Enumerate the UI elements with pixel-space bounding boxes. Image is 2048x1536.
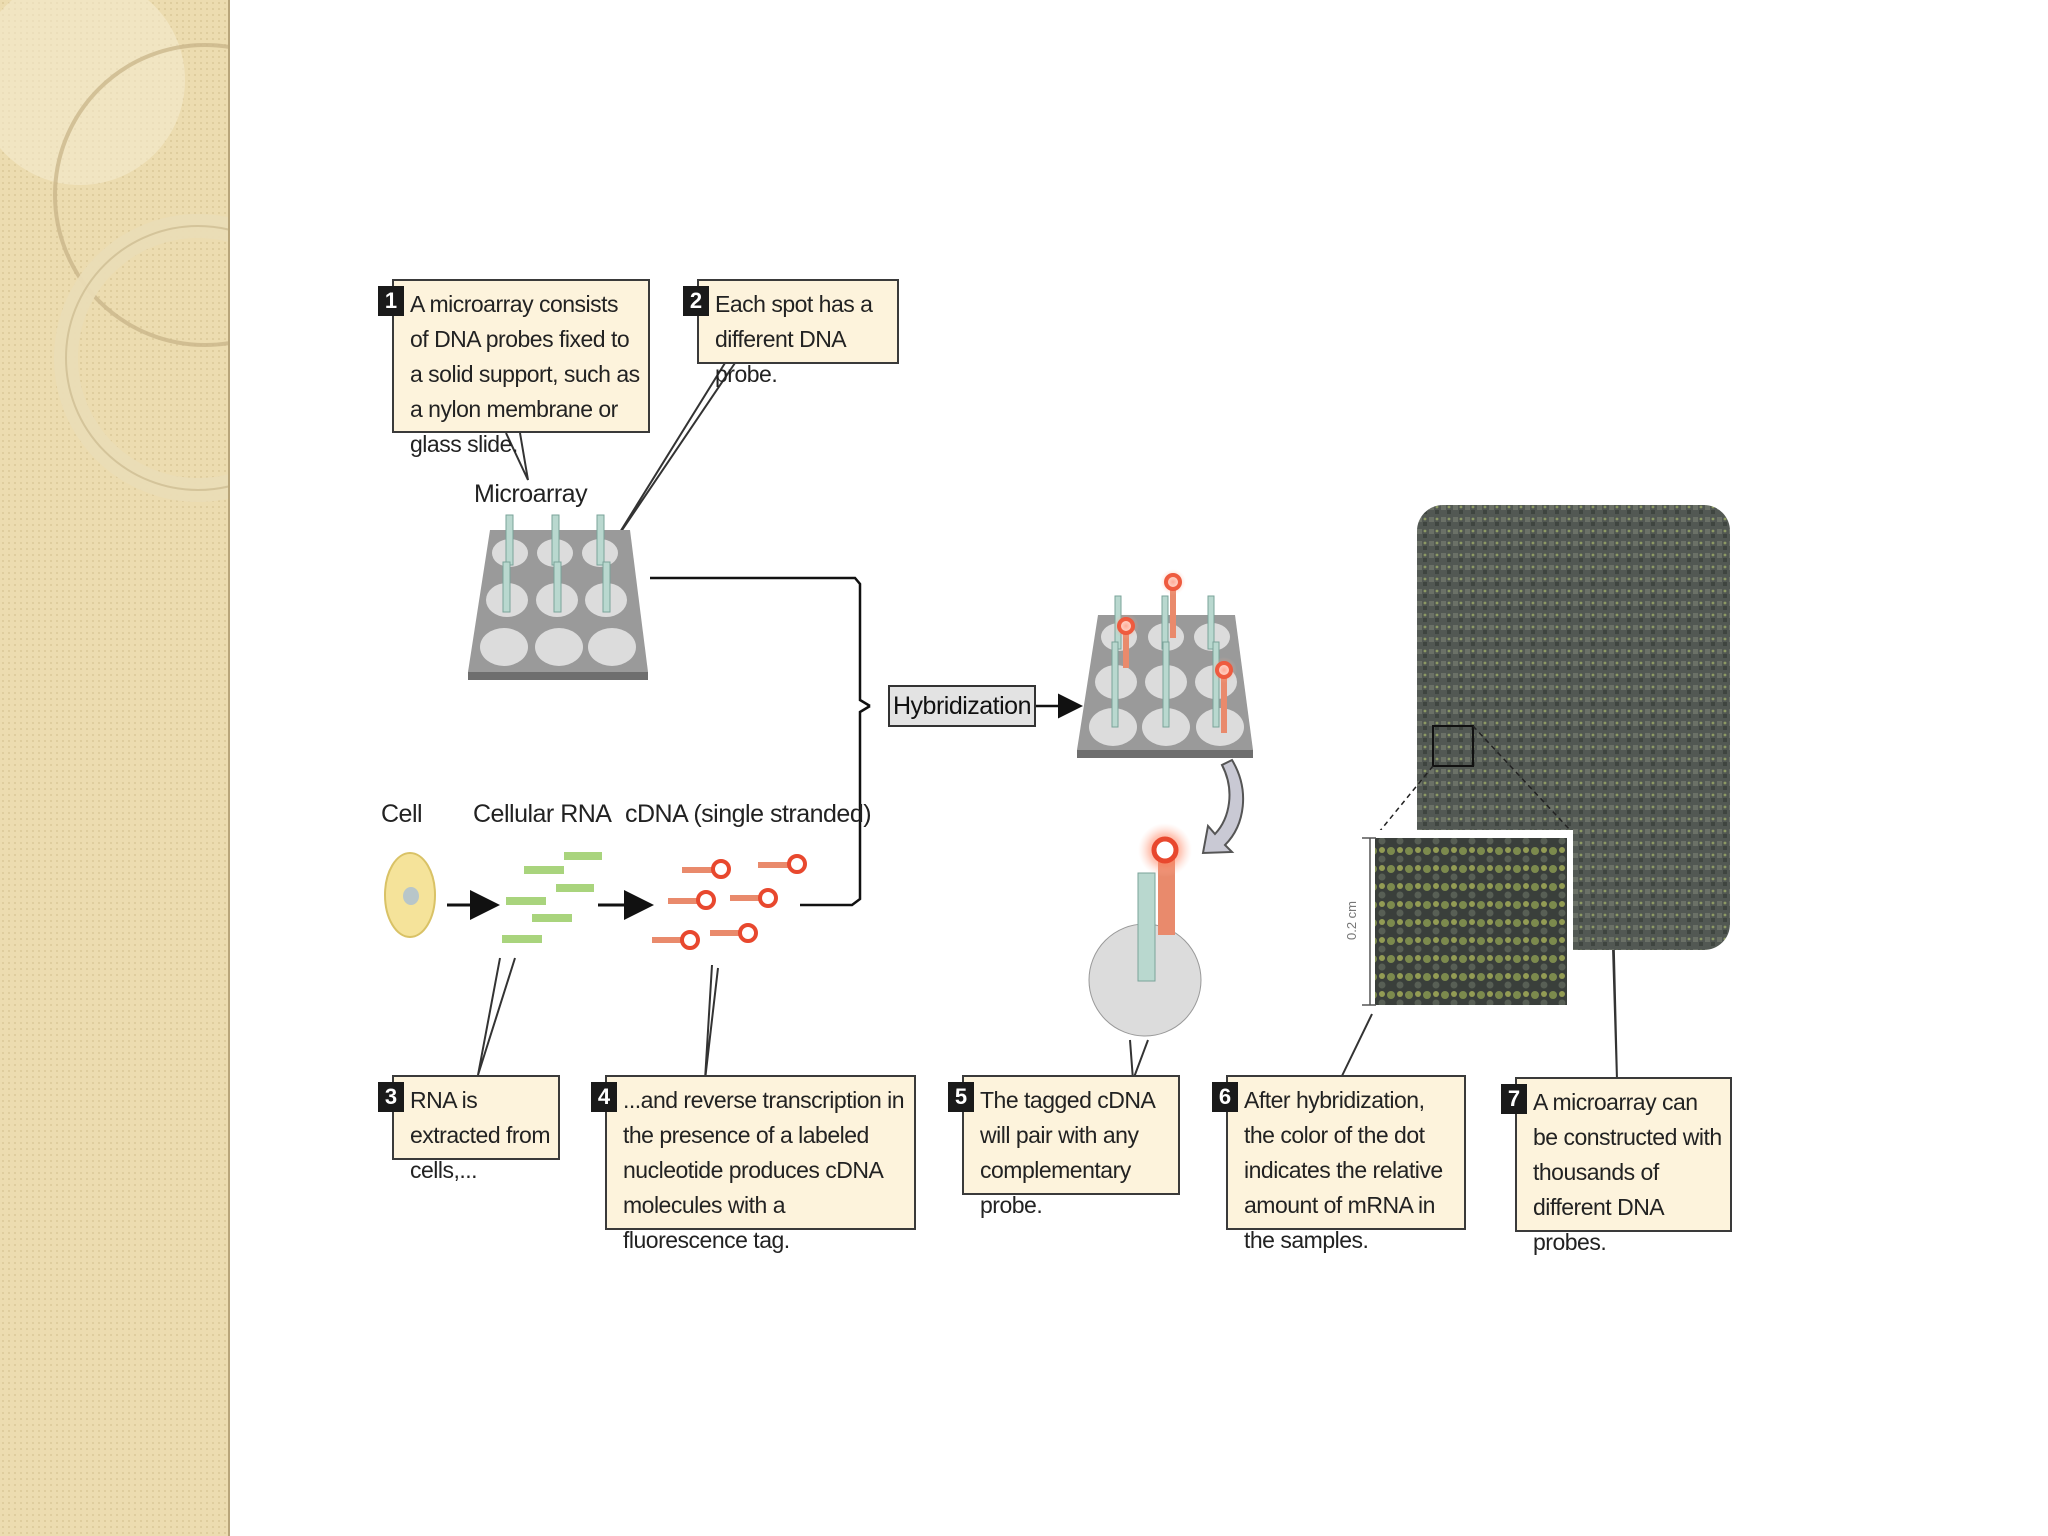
step-number: 4: [591, 1082, 617, 1112]
rna-strands: [502, 852, 602, 943]
microarray-slide: [468, 514, 648, 680]
microarray-label: Microarray: [474, 480, 588, 508]
callout-text: A microarray can be constructed with tho…: [1533, 1089, 1722, 1255]
cdna-label: cDNA (single stranded): [625, 800, 872, 828]
callout-text: Each spot has a different DNA probe.: [715, 291, 873, 387]
step-number: 7: [1501, 1084, 1527, 1114]
step-number: 1: [378, 286, 404, 316]
callout-3: 3 RNA is extracted from cells,...: [378, 1075, 560, 1183]
callout-7: 7 A microarray can be constructed with t…: [1501, 1077, 1732, 1255]
callout-text: ...and reverse transcription in the pres…: [623, 1087, 905, 1253]
curved-arrow: [1201, 758, 1245, 855]
zoomed-probe: [1088, 823, 1202, 1037]
callout-text: A microarray consists of DNA probes fixe…: [410, 291, 640, 457]
callout-5: 5 The tagged cDNA will pair with any com…: [948, 1075, 1180, 1218]
step-number: 5: [948, 1082, 974, 1112]
bracket-lines: [650, 576, 871, 907]
hybridization-label: Hybridization: [888, 685, 1036, 727]
callout-2: 2 Each spot has a different DNA probe.: [683, 279, 899, 387]
cell: [384, 852, 436, 938]
step-number: 3: [378, 1082, 404, 1112]
callout-6: 6 After hybridization, the color of the …: [1212, 1075, 1466, 1253]
microarray-photo: 0.2 cm: [1344, 505, 1730, 1010]
scale-label: 0.2 cm: [1344, 901, 1359, 940]
step-number: 2: [683, 286, 709, 316]
ring-ornament-icon: [0, 0, 228, 502]
callout-text: RNA is extracted from cells,...: [410, 1087, 551, 1183]
step-number: 6: [1212, 1082, 1238, 1112]
slide-sidebar-decoration: [0, 0, 230, 1536]
cellular-rna-label: Cellular RNA: [473, 800, 612, 828]
callout-4: 4 ...and reverse transcription in the pr…: [591, 1075, 916, 1253]
callout-1: 1 A microarray consists of DNA probes fi…: [378, 279, 650, 457]
hybridized-slide: [1077, 569, 1253, 758]
callout-text: The tagged cDNA will pair with any compl…: [980, 1087, 1155, 1218]
callout-text: After hybridization, the color of the do…: [1244, 1087, 1443, 1253]
cdna-strands: [652, 854, 807, 950]
cell-label: Cell: [381, 800, 423, 828]
